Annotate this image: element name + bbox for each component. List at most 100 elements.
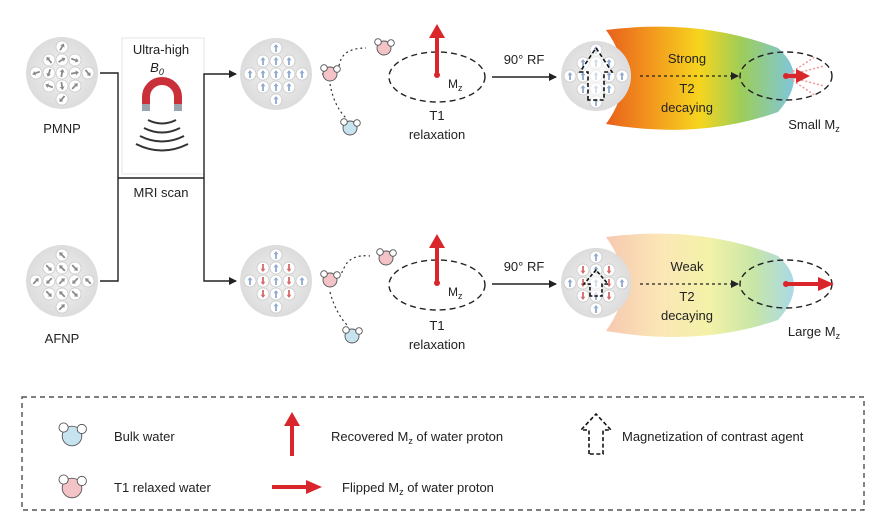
spin-cell: [282, 54, 296, 68]
spin-cell: [256, 261, 270, 275]
decaying-label-top: decaying: [661, 100, 713, 115]
water-molecules-bottom: [323, 255, 371, 327]
spin-cell: [282, 261, 296, 275]
spin-cell: [29, 66, 43, 80]
flipped-arrow-icon: [272, 480, 322, 494]
spin-cell: [563, 69, 577, 83]
spin-cell: [68, 53, 82, 67]
spin-cell: [55, 248, 69, 262]
water-molecule: [340, 118, 361, 136]
spin-cell: [282, 274, 296, 288]
contrast-magnetization-icon: [579, 412, 613, 455]
spin-cell: [615, 69, 629, 83]
water-molecule: [374, 38, 395, 56]
spin-cell: [269, 274, 283, 288]
spin-cell: [42, 261, 56, 275]
spin-cell: [256, 67, 270, 81]
relaxation-label-top: relaxation: [409, 127, 465, 142]
legend-flipped-mz: Flipped Mz of water proton: [342, 480, 494, 497]
mri-panel: [121, 37, 205, 175]
spin-cell: [81, 274, 95, 288]
bulk-water-icon: [58, 422, 87, 447]
weak-field-gradient: [606, 233, 794, 337]
t1-ellipse-bottom: [388, 234, 486, 311]
spin-cell: [42, 53, 56, 67]
recovered-arrow-icon: [284, 412, 300, 456]
t2-label-top: T2: [679, 81, 694, 96]
final-ellipse-bottom: [739, 259, 834, 309]
spin-cell: [243, 274, 257, 288]
t1-relaxed-water-icon: [58, 474, 87, 499]
afnp-label: AFNP: [45, 331, 80, 346]
decaying-label-bottom: decaying: [661, 308, 713, 323]
small-mz-label: Small Mz: [788, 117, 840, 134]
flow-lines: [100, 70, 237, 285]
legend-bulk-water: Bulk water: [114, 429, 175, 444]
relaxation-label-bottom: relaxation: [409, 337, 465, 352]
spin-cell: [269, 93, 283, 107]
spin-cell: [589, 302, 603, 316]
spin-cell: [42, 79, 56, 93]
pmnp-particle: [26, 37, 98, 109]
spin-cell: [55, 66, 69, 80]
strong-label: Strong: [668, 51, 706, 66]
water-molecule: [58, 422, 87, 447]
spin-cell: [55, 287, 69, 301]
spin-cell: [576, 82, 590, 96]
weak-label: Weak: [671, 259, 704, 274]
spin-cell: [68, 261, 82, 275]
spin-cell: [68, 287, 82, 301]
rf-label-bottom: 90° RF: [504, 259, 545, 274]
legend-recovered-mz: Recovered Mz of water proton: [331, 429, 503, 446]
spin-cell: [602, 289, 616, 303]
spin-cell: [243, 67, 257, 81]
field-b-label: B0: [150, 60, 164, 77]
strong-field-gradient: [606, 26, 794, 130]
aligned-particle-top: [240, 38, 312, 110]
t1-ellipse-top: [388, 24, 486, 103]
spin-cell: [576, 263, 590, 277]
contrast-particle-bottom: [561, 248, 631, 318]
rf-label-top: 90° RF: [504, 52, 545, 67]
water-molecules-top: [321, 47, 367, 119]
spin-cell: [42, 274, 56, 288]
spin-cell: [29, 274, 43, 288]
spin-cell: [55, 40, 69, 54]
spin-cell: [615, 276, 629, 290]
spin-cell: [282, 80, 296, 94]
mri-label: MRI scan: [134, 185, 189, 200]
spin-cell: [42, 66, 56, 80]
spin-cell: [282, 67, 296, 81]
spin-cell: [42, 287, 56, 301]
spin-cell: [55, 79, 69, 93]
mz-label-bottom: Mz: [448, 285, 463, 301]
spin-cell: [269, 261, 283, 275]
t2-label-bottom: T2: [679, 289, 694, 304]
aligned-particle-bottom: [240, 245, 312, 317]
spin-cell: [269, 41, 283, 55]
spin-cell: [55, 300, 69, 314]
horseshoe-magnet-icon: [135, 77, 189, 152]
spin-cell: [256, 287, 270, 301]
field-label: Ultra-high: [133, 42, 189, 57]
spin-cell: [563, 276, 577, 290]
water-molecule: [376, 248, 397, 266]
contrast-particle-top: [561, 41, 631, 111]
spin-cell: [269, 67, 283, 81]
spin-cell: [256, 274, 270, 288]
spin-cell: [55, 274, 69, 288]
spin-cell: [68, 79, 82, 93]
spin-cell: [269, 80, 283, 94]
water-molecule: [58, 474, 87, 499]
afnp-particle: [26, 245, 98, 317]
large-mz-label: Large Mz: [788, 324, 841, 341]
spin-cell: [55, 92, 69, 106]
legend-t1-relaxed-water: T1 relaxed water: [114, 480, 211, 495]
spin-cell: [589, 250, 603, 264]
spin-cell: [295, 274, 309, 288]
spin-cell: [602, 263, 616, 277]
t1-label-top: T1: [429, 108, 444, 123]
pmnp-label: PMNP: [43, 121, 81, 136]
